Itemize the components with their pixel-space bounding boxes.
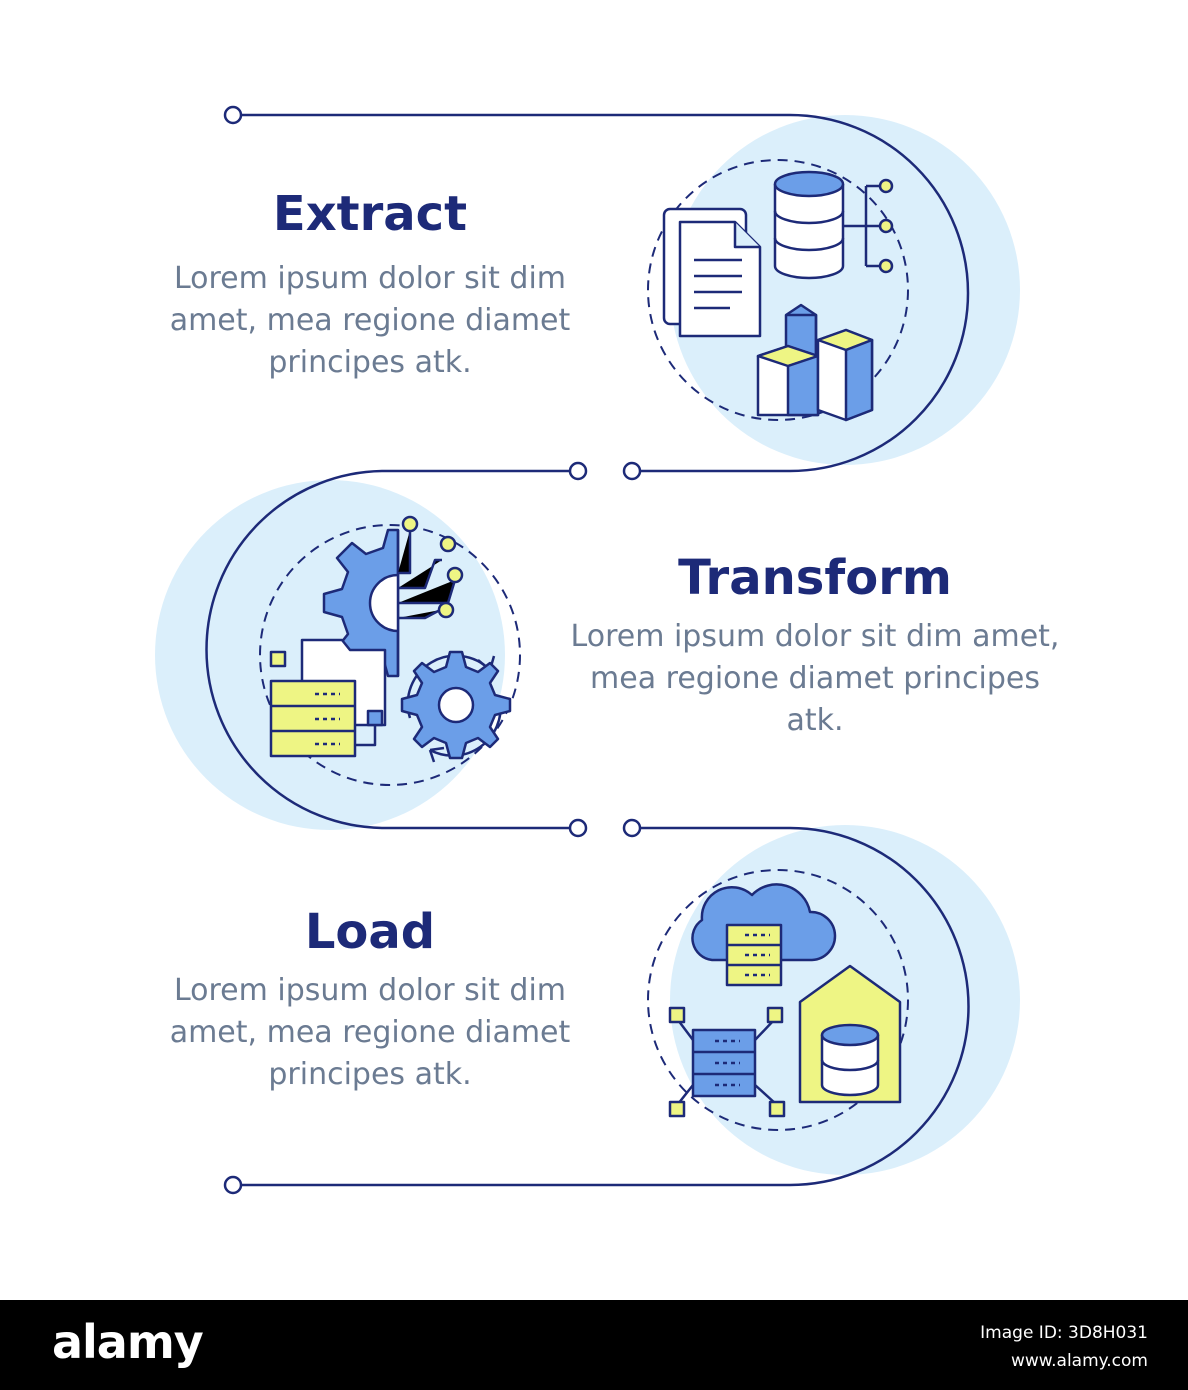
transform-data-icon: [269, 515, 512, 763]
step-description-load: Lorem ipsum dolor sit dim amet, mea regi…: [169, 973, 571, 1092]
watermark-footer: alamy Image ID: 3D8H031 www.alamy.com: [0, 1300, 1188, 1390]
dashed-rings: [259, 159, 909, 1131]
bar-blocks-icon: [756, 303, 874, 422]
extract-data-icon: [662, 170, 894, 422]
server-rack-icon: [269, 650, 384, 758]
connector-node-dots: [223, 105, 642, 1195]
footer-image-id: Image ID: 3D8H031: [980, 1323, 1148, 1343]
step-title-transform: Transform: [678, 550, 952, 606]
warehouse-database-icon: [798, 964, 902, 1104]
step-description-extract: Lorem ipsum dolor sit dim amet, mea regi…: [169, 261, 571, 380]
step-title-extract: Extract: [272, 186, 468, 242]
step-description-transform: Lorem ipsum dolor sit dim amet, mea regi…: [570, 619, 1060, 738]
footer-logo: alamy: [52, 1315, 204, 1369]
documents-icon: [662, 207, 762, 338]
network-nodes-icon: [843, 178, 894, 274]
database-icon: [773, 170, 845, 280]
connector-line: [205, 113, 970, 1187]
step-title-load: Load: [304, 904, 436, 960]
refresh-gear-icon: [400, 650, 512, 763]
etl-diagram: [155, 105, 1020, 1195]
footer-site: www.alamy.com: [1010, 1351, 1148, 1371]
load-data-icon: [668, 883, 902, 1118]
server-network-icon: [668, 1006, 786, 1118]
cloud-server-icon: [691, 883, 837, 987]
